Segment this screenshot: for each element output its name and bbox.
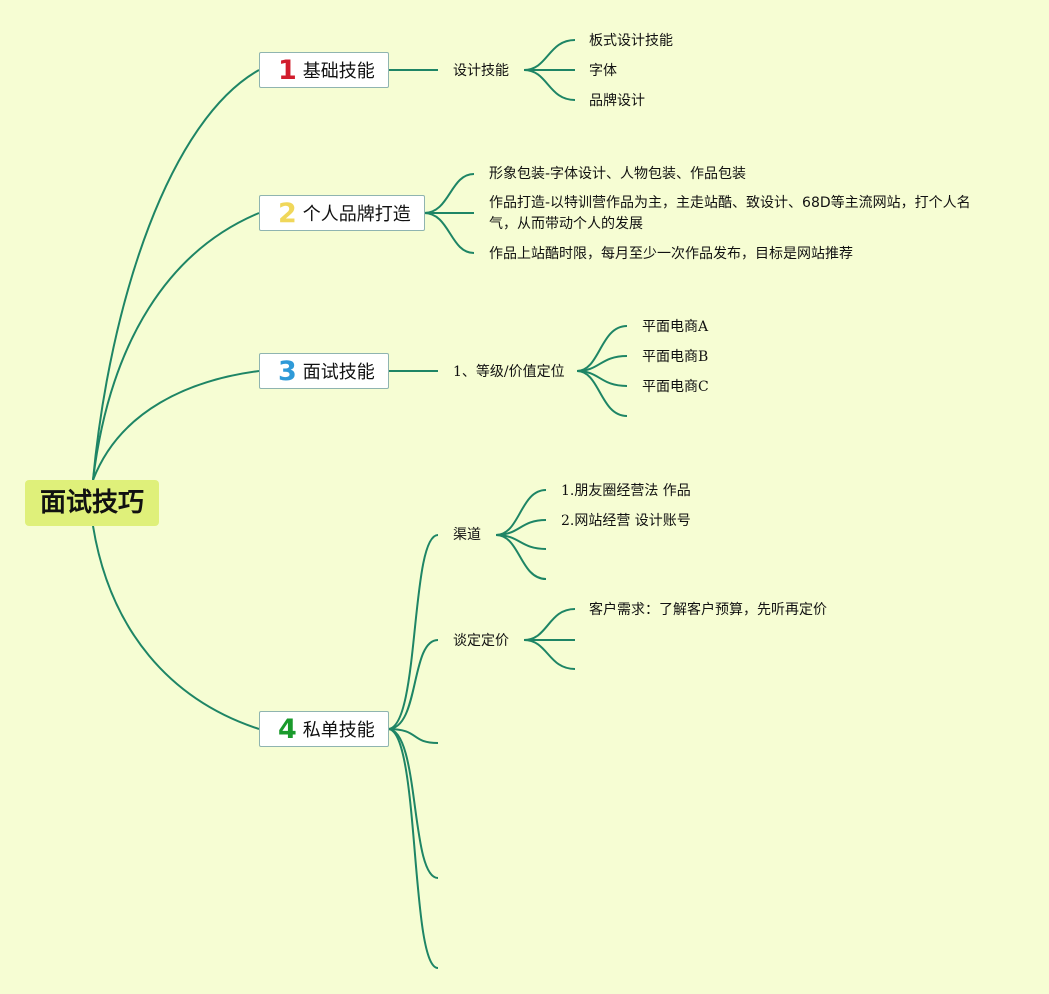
link-pricing-c3 (523, 639, 576, 670)
link-root-b4 (92, 525, 260, 730)
topic-ecommerce-b[interactable]: 平面电商B (642, 349, 709, 365)
branch-2-label: 个人品牌打造 (302, 204, 411, 225)
subtopic-image-packaging[interactable]: 形象包装-字体设计、人物包装、作品包装 (489, 166, 747, 182)
branch-2-node[interactable]: 2 个人品牌打造 (259, 195, 425, 231)
topic-ecommerce-a[interactable]: 平面电商A (642, 319, 709, 335)
link-level-c4 (576, 370, 628, 417)
link-pricing-c1 (523, 608, 576, 641)
topic-customer-needs[interactable]: 客户需求：了解客户预算，先听再定价 (589, 602, 827, 618)
number-badge-3: 3 (278, 355, 297, 387)
number-badge-4: 4 (278, 713, 297, 745)
link-b4-channel (387, 534, 439, 730)
link-root-b1 (92, 69, 260, 481)
topic-moments-marketing[interactable]: 1.朋友圈经营法 作品 (561, 483, 691, 499)
link-b2-c3 (423, 212, 475, 254)
link-b4-e3 (387, 728, 439, 969)
link-b2-c1 (423, 173, 475, 214)
topic-layout-design[interactable]: 板式设计技能 (589, 33, 673, 49)
topic-typeface[interactable]: 字体 (589, 63, 617, 79)
branch-1-label: 基础技能 (302, 61, 375, 82)
branch-3-label: 面试技能 (302, 362, 375, 383)
root-topic[interactable]: 面试技巧 (25, 480, 159, 526)
subtopic-channels[interactable]: 渠道 (453, 527, 481, 543)
link-b4-e2 (387, 728, 439, 879)
subtopic-design-skills[interactable]: 设计技能 (453, 63, 509, 79)
link-design-c3 (523, 69, 576, 101)
topic-ecommerce-c[interactable]: 平面电商C (642, 379, 709, 395)
subtopic-level-positioning[interactable]: 1、等级/价值定位 (453, 364, 565, 380)
branch-4-label: 私单技能 (302, 720, 375, 741)
link-channel-c4 (495, 534, 547, 580)
link-design-c1 (523, 39, 576, 71)
link-root-b3 (92, 370, 260, 481)
subtopic-portfolio-building[interactable]: 作品打造-以特训营作品为主，主走站酷、致设计、68D等主流网站，打个人名气，从而… (489, 195, 971, 232)
branch-3-node[interactable]: 3 面试技能 (259, 353, 389, 389)
topic-brand-design[interactable]: 品牌设计 (589, 93, 645, 109)
link-b4-pricing (387, 639, 439, 730)
number-badge-2: 2 (278, 197, 297, 229)
number-badge-1: 1 (278, 54, 297, 86)
topic-website-operation[interactable]: 2.网站经营 设计账号 (561, 513, 691, 529)
branch-1-node[interactable]: 1 基础技能 (259, 52, 389, 88)
link-level-c1 (576, 325, 628, 372)
link-channel-c1 (495, 489, 547, 536)
link-b4-e1 (387, 728, 439, 744)
subtopic-pricing[interactable]: 谈定定价 (453, 633, 509, 649)
link-root-b2 (92, 212, 260, 481)
subtopic-posting-frequency[interactable]: 作品上站酷时限，每月至少一次作品发布，目标是网站推荐 (489, 246, 853, 262)
branch-4-node[interactable]: 4 私单技能 (259, 711, 389, 747)
